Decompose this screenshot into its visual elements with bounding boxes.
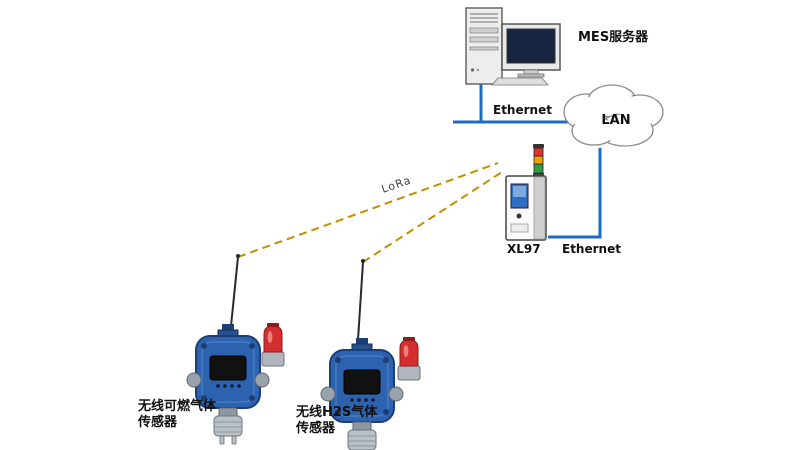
mes-server-icon <box>465 7 561 86</box>
sensor-combustible-label-line1: 无线可燃气体 <box>137 398 217 414</box>
gateway-button <box>516 213 522 219</box>
server-keyboard <box>491 77 549 86</box>
lora-link-right-sensor <box>362 171 503 263</box>
sensor-head <box>347 429 377 450</box>
server-monitor-screen <box>506 28 556 64</box>
ethernet-lines <box>453 84 602 239</box>
stack-light-icon <box>533 144 544 177</box>
sensor-display <box>343 369 381 395</box>
lora-links <box>237 162 503 263</box>
alarm-beacon-icon <box>397 337 421 381</box>
sensor-h2s-label-line2: 传感器 <box>295 420 336 436</box>
ethernet-line-lan-to-gateway <box>548 148 602 239</box>
alarm-beacon-icon <box>261 323 285 367</box>
ethernet-top-label: Ethernet <box>493 103 552 117</box>
ethernet-gateway-label: Ethernet <box>562 242 621 256</box>
sensor-antenna <box>357 261 364 341</box>
sensor-antenna <box>230 256 239 327</box>
sensor-h2s-label-line1: 无线H2S气体 <box>295 404 378 420</box>
sensor-h2s-icon <box>320 259 421 450</box>
sensor-combustible-icon <box>186 254 285 445</box>
lan-cloud: LAN <box>563 84 664 147</box>
lan-label: LAN <box>601 113 630 128</box>
lora-link-left-sensor <box>237 162 499 258</box>
gateway-label: XL97 <box>507 242 541 256</box>
sensor-head <box>213 415 243 437</box>
mes-server-label: MES服务器 <box>578 29 649 45</box>
gateway-xl97-icon <box>505 144 547 241</box>
sensor-combustible-label-line2: 传感器 <box>137 414 178 430</box>
sensor-display <box>209 355 247 381</box>
server-tower <box>465 7 503 85</box>
lora-label: LoRa <box>380 174 413 196</box>
